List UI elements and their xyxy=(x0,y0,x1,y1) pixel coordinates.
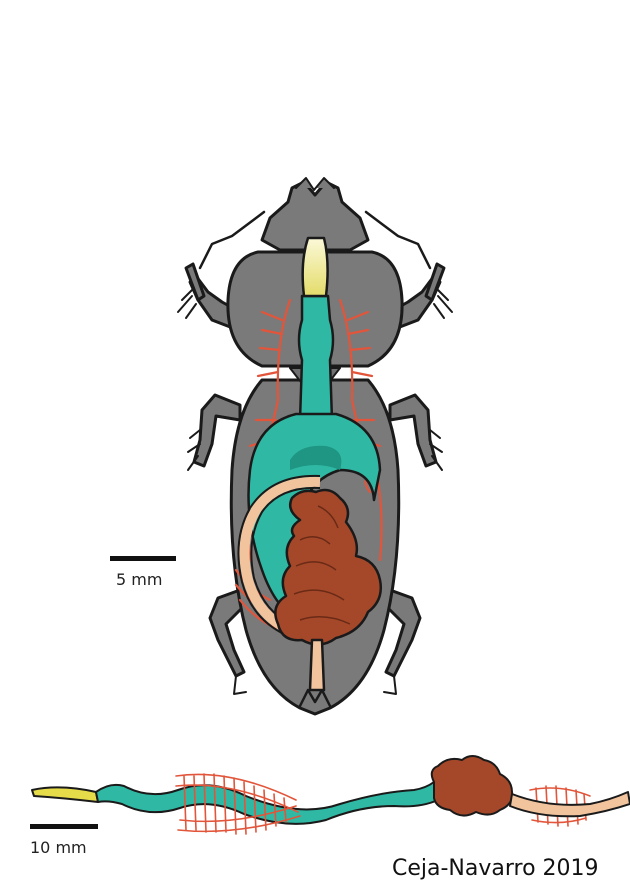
dissected-gut xyxy=(32,756,630,834)
gut-rectum-segment xyxy=(510,792,630,816)
hindgut-rectum xyxy=(310,640,324,690)
beetle-scale-bar xyxy=(110,556,176,561)
beetle-scale-label: 5 mm xyxy=(116,570,162,589)
foregut xyxy=(303,238,328,296)
midgut-tube xyxy=(299,296,333,420)
gut-scale-label: 10 mm xyxy=(30,838,87,857)
gut-foregut-segment xyxy=(32,787,98,802)
gut-scale-bar xyxy=(30,824,98,829)
gut-hindgut-segment xyxy=(432,756,513,816)
credit-text: Ceja-Navarro 2019 xyxy=(392,856,599,881)
